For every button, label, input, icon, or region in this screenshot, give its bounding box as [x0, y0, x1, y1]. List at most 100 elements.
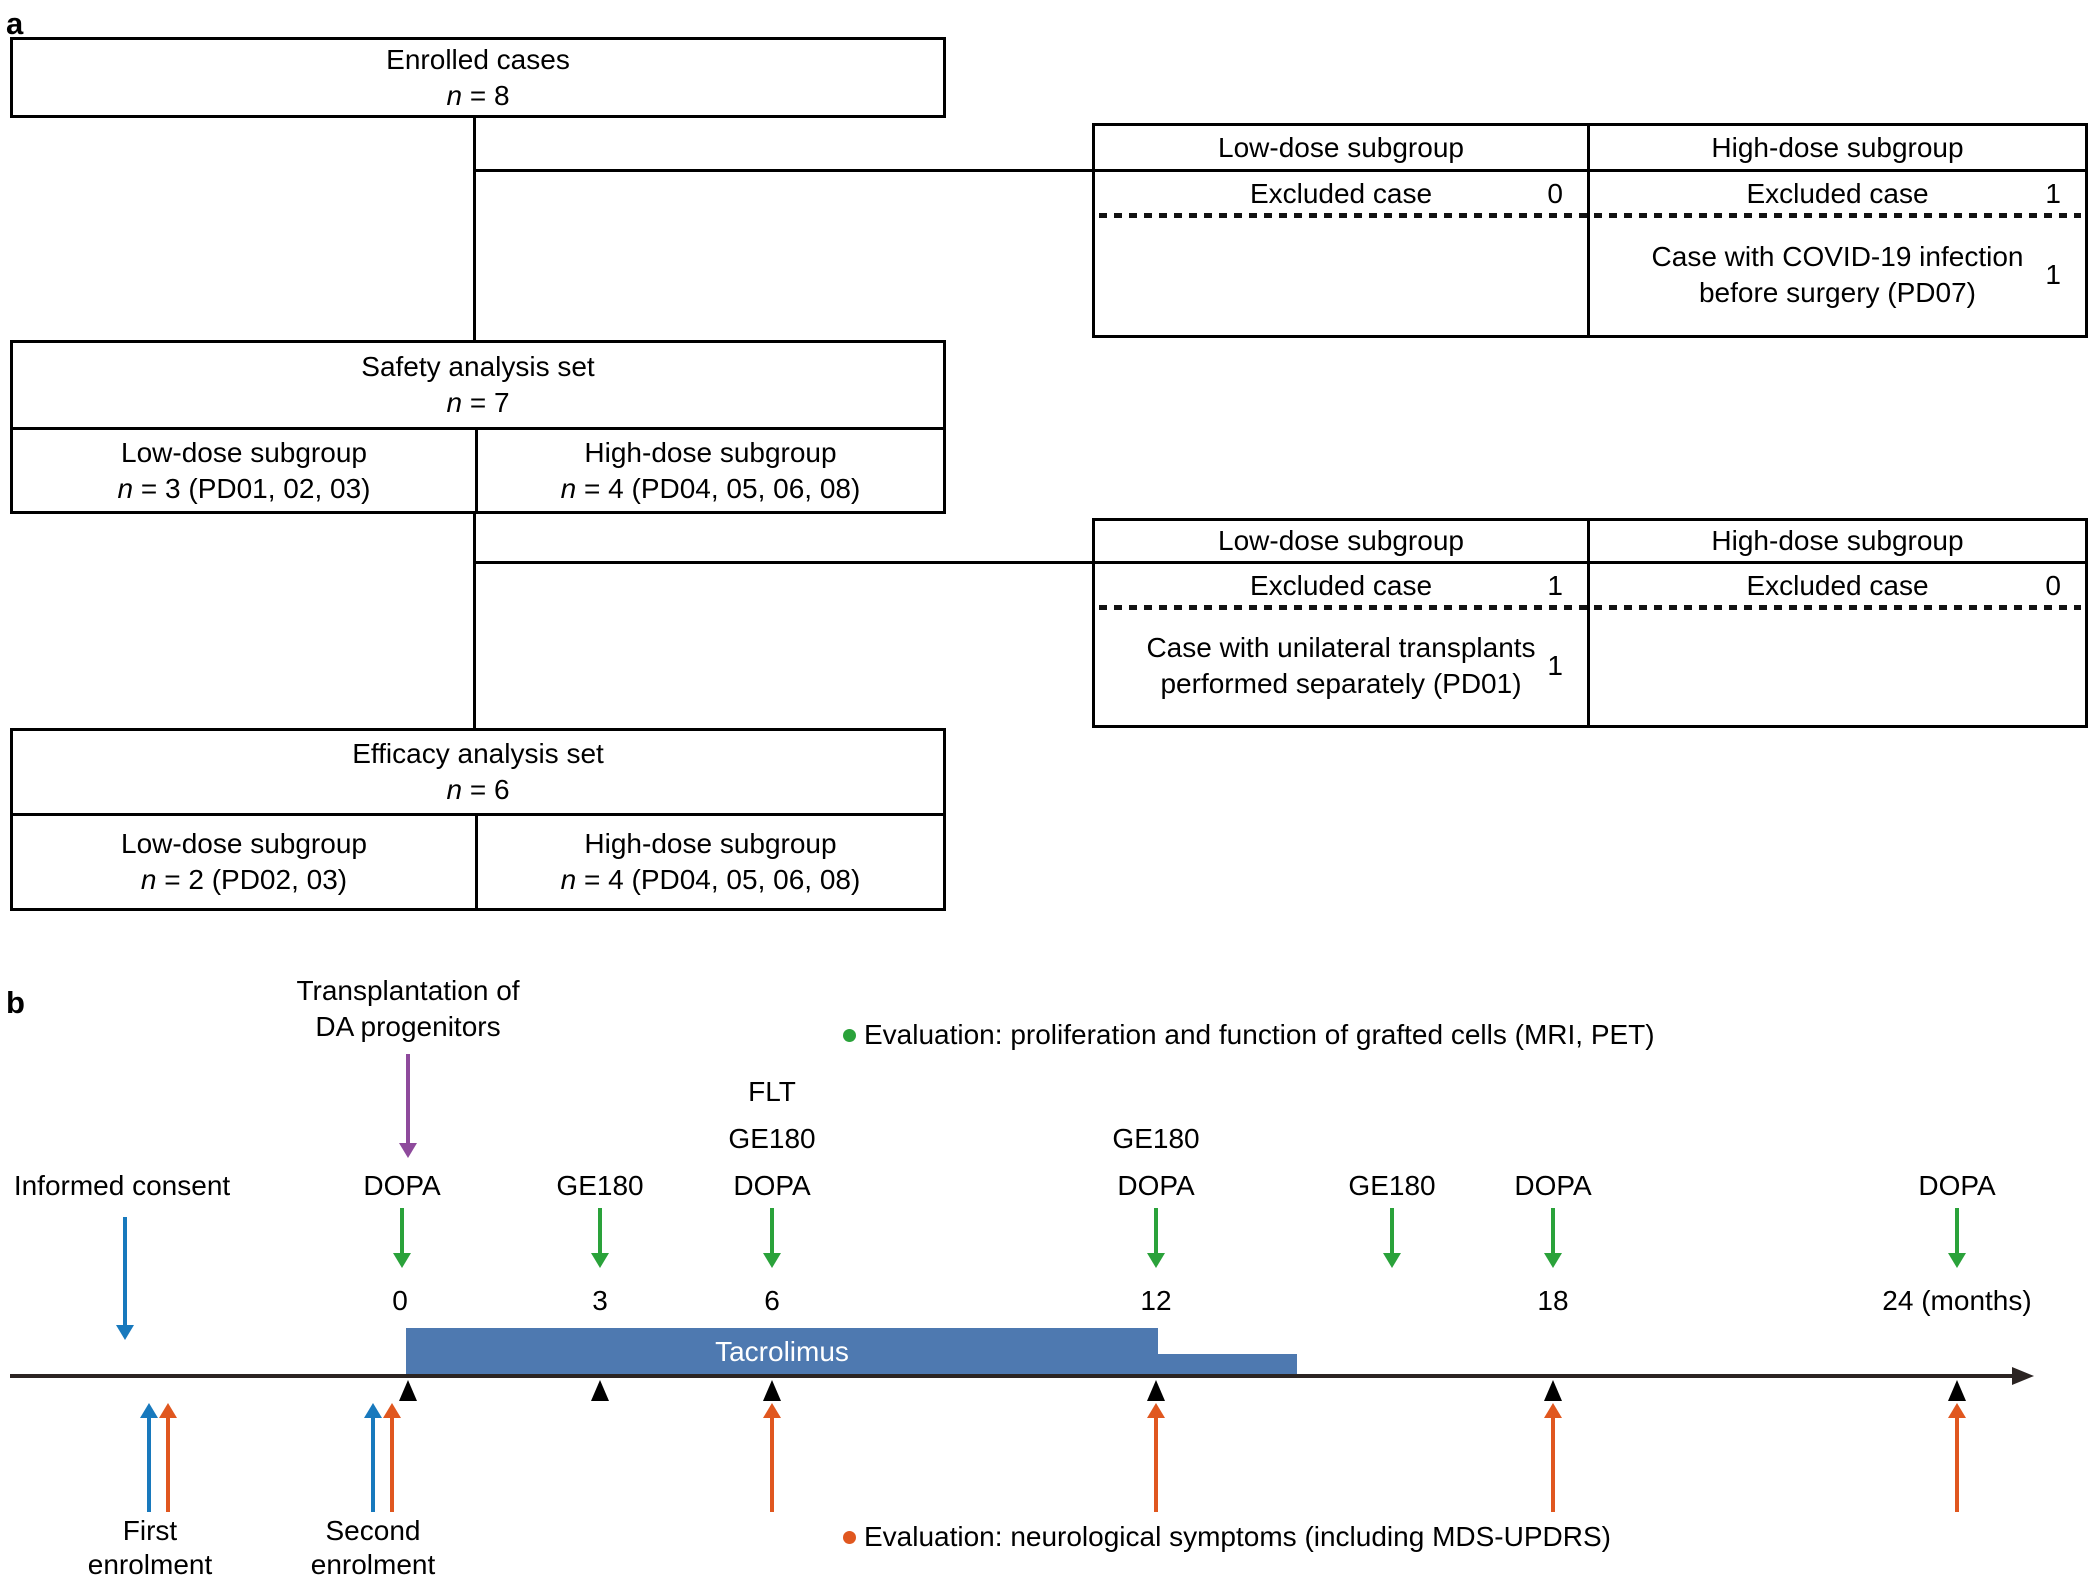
flow-connector-to-exclusion-2	[473, 561, 1092, 564]
panel-b-label: b	[6, 985, 25, 1020]
event-label-ge180-15: GE180	[1348, 1170, 1436, 1201]
green-bullet-icon	[843, 1029, 856, 1042]
enrolled-cases-box: Enrolled cases n = 8	[10, 37, 946, 118]
subgroup-title: Low-dose subgroup	[121, 436, 367, 468]
excluded-case-label: Excluded case	[1249, 569, 1433, 601]
exclusion2-low-header: Low-dose subgroup	[1095, 521, 1590, 561]
safety-title: Safety analysis set	[361, 351, 595, 382]
transplant-annotation-line1: Transplantation of	[296, 975, 520, 1006]
scan-arrow-icon	[400, 1208, 404, 1253]
exclusion1-low-excluded-row: Excluded case 0	[1095, 172, 1590, 215]
event-label-ge180-12: GE180	[1112, 1123, 1200, 1154]
informed-consent-label: Informed consent	[13, 1170, 231, 1201]
month-label-12: 12	[1140, 1285, 1172, 1316]
flow-connector-vertical-2	[473, 514, 476, 728]
clinical-eval-arrow-icon	[770, 1418, 774, 1512]
panel-a-label: a	[6, 6, 24, 41]
timeline-tick-icon-6	[763, 1380, 781, 1401]
exclusion2-low-excluded-row: Excluded case 1	[1095, 564, 1590, 607]
subgroup-title: High-dose subgroup	[584, 828, 837, 859]
exclusion-reason: before surgery (PD07)	[1698, 277, 1976, 308]
exclusion2-high-header: High-dose subgroup	[1711, 525, 1964, 556]
first-enrolment-line2: enrolment	[87, 1549, 213, 1578]
safety-high-dose-cell: High-dose subgroup n = 4 (PD04, 05, 06, …	[478, 430, 943, 511]
scan-arrow-icon	[1955, 1208, 1959, 1253]
exclusion1-low-header: Low-dose subgroup	[1095, 126, 1590, 169]
safety-n: n = 7	[446, 387, 510, 418]
enrolment-arrow-icon	[147, 1418, 151, 1512]
timeline-tick-icon-0	[399, 1380, 417, 1401]
timeline-tick-icon-24	[1948, 1380, 1966, 1401]
exclusion-reason-count: 1	[1547, 650, 1563, 681]
exclusion1-high-header: High-dose subgroup	[1711, 131, 1964, 163]
month-label-18: 18	[1537, 1285, 1569, 1316]
clinical-eval-arrow-icon	[1154, 1418, 1158, 1512]
timeline-axis	[10, 1374, 2014, 1378]
event-label-dopa-12: DOPA	[1117, 1170, 1195, 1201]
safety-low-dose-cell: Low-dose subgroup n = 3 (PD01, 02, 03)	[13, 430, 478, 511]
exclusion1-low-detail-cell	[1095, 215, 1590, 335]
exclusion1-high-excluded-row: Excluded case 1	[1590, 172, 2085, 215]
subgroup-n: n = 2 (PD02, 03)	[140, 864, 348, 895]
dotted-divider	[1099, 213, 2081, 218]
event-label-dopa-6: DOPA	[733, 1170, 811, 1201]
scan-arrow-icon	[1390, 1208, 1394, 1253]
excluded-case-label: Excluded case	[1249, 177, 1433, 209]
second-enrolment-line2: enrolment	[310, 1549, 436, 1578]
imaging-evaluation-legend: Evaluation: proliferation and function o…	[864, 1019, 1655, 1050]
clinical-eval-arrow-icon	[1551, 1418, 1555, 1512]
subgroup-n: n = 4 (PD04, 05, 06, 08)	[560, 864, 861, 895]
scan-arrow-icon	[770, 1208, 774, 1253]
exclusion-reason: Case with COVID-19 infection	[1651, 241, 2024, 272]
exclusion-table-2: Low-dose subgroup High-dose subgroup Exc…	[1092, 518, 2088, 728]
month-label-0: 0	[392, 1285, 408, 1316]
first-enrolment-label: First enrolment	[88, 1514, 213, 1578]
second-enrolment-line1: Second	[325, 1515, 421, 1546]
event-label-flt-6: FLT	[748, 1076, 796, 1107]
transplant-annotation: Transplantation of DA progenitors	[296, 973, 519, 1045]
exclusion-reason: performed separately (PD01)	[1160, 668, 1522, 699]
efficacy-analysis-box: Efficacy analysis set n = 6 Low-dose sub…	[10, 728, 946, 911]
excluded-case-label: Excluded case	[1746, 569, 1929, 601]
exclusion2-low-detail-cell: Case with unilateral transplants perform…	[1095, 607, 1590, 725]
excluded-case-count: 1	[1547, 569, 1563, 601]
month-label-24: 24 (months)	[1882, 1285, 2032, 1316]
event-label-dopa-18: DOPA	[1514, 1170, 1592, 1201]
exclusion1-high-detail-cell: Case with COVID-19 infection before surg…	[1590, 215, 2085, 335]
timeline-tick-icon-12	[1147, 1380, 1165, 1401]
flow-connector-to-exclusion-1	[473, 169, 1092, 172]
excluded-case-count: 0	[1547, 177, 1563, 209]
safety-analysis-box: Safety analysis set n = 7 Low-dose subgr…	[10, 340, 946, 514]
subgroup-n: n = 4 (PD04, 05, 06, 08)	[560, 472, 861, 504]
exclusion-reason: Case with unilateral transplants	[1146, 632, 1536, 663]
clinical-evaluation-legend: Evaluation: neurological symptoms (inclu…	[864, 1521, 1611, 1552]
timeline-tick-icon-3	[591, 1380, 609, 1401]
tacrolimus-bar: Tacrolimus	[406, 1328, 1158, 1376]
efficacy-title: Efficacy analysis set	[352, 738, 604, 769]
month-label-3: 3	[592, 1285, 608, 1316]
transplant-annotation-line2: DA progenitors	[315, 1011, 501, 1042]
event-label-dopa-24: DOPA	[1918, 1170, 1996, 1201]
enrolment-arrow-icon	[371, 1418, 375, 1512]
subgroup-title: High-dose subgroup	[584, 436, 837, 468]
excluded-case-label: Excluded case	[1746, 177, 1929, 209]
flow-connector-vertical-1	[473, 118, 476, 340]
scan-arrow-icon	[1154, 1208, 1158, 1253]
month-label-6: 6	[764, 1285, 780, 1316]
exclusion-reason-count: 1	[2045, 259, 2061, 290]
scan-arrow-icon	[598, 1208, 602, 1253]
clinical-eval-arrow-icon	[390, 1418, 394, 1512]
tacrolimus-taper-bar	[1158, 1354, 1297, 1376]
excluded-case-count: 0	[2045, 569, 2061, 601]
clinical-eval-arrow-icon	[1955, 1418, 1959, 1512]
excluded-case-count: 1	[2045, 177, 2061, 209]
enrolled-cases-n: n = 8	[446, 79, 510, 111]
timeline-arrowhead-icon	[2012, 1367, 2034, 1385]
efficacy-high-dose-cell: High-dose subgroup n = 4 (PD04, 05, 06, …	[478, 816, 943, 908]
scan-arrow-icon	[1551, 1208, 1555, 1253]
transplant-arrow-icon	[406, 1054, 410, 1143]
exclusion-table-1: Low-dose subgroup High-dose subgroup Exc…	[1092, 123, 2088, 338]
first-enrolment-line1: First	[122, 1515, 178, 1546]
efficacy-low-dose-cell: Low-dose subgroup n = 2 (PD02, 03)	[13, 816, 478, 908]
enrolled-cases-title: Enrolled cases	[386, 43, 570, 75]
